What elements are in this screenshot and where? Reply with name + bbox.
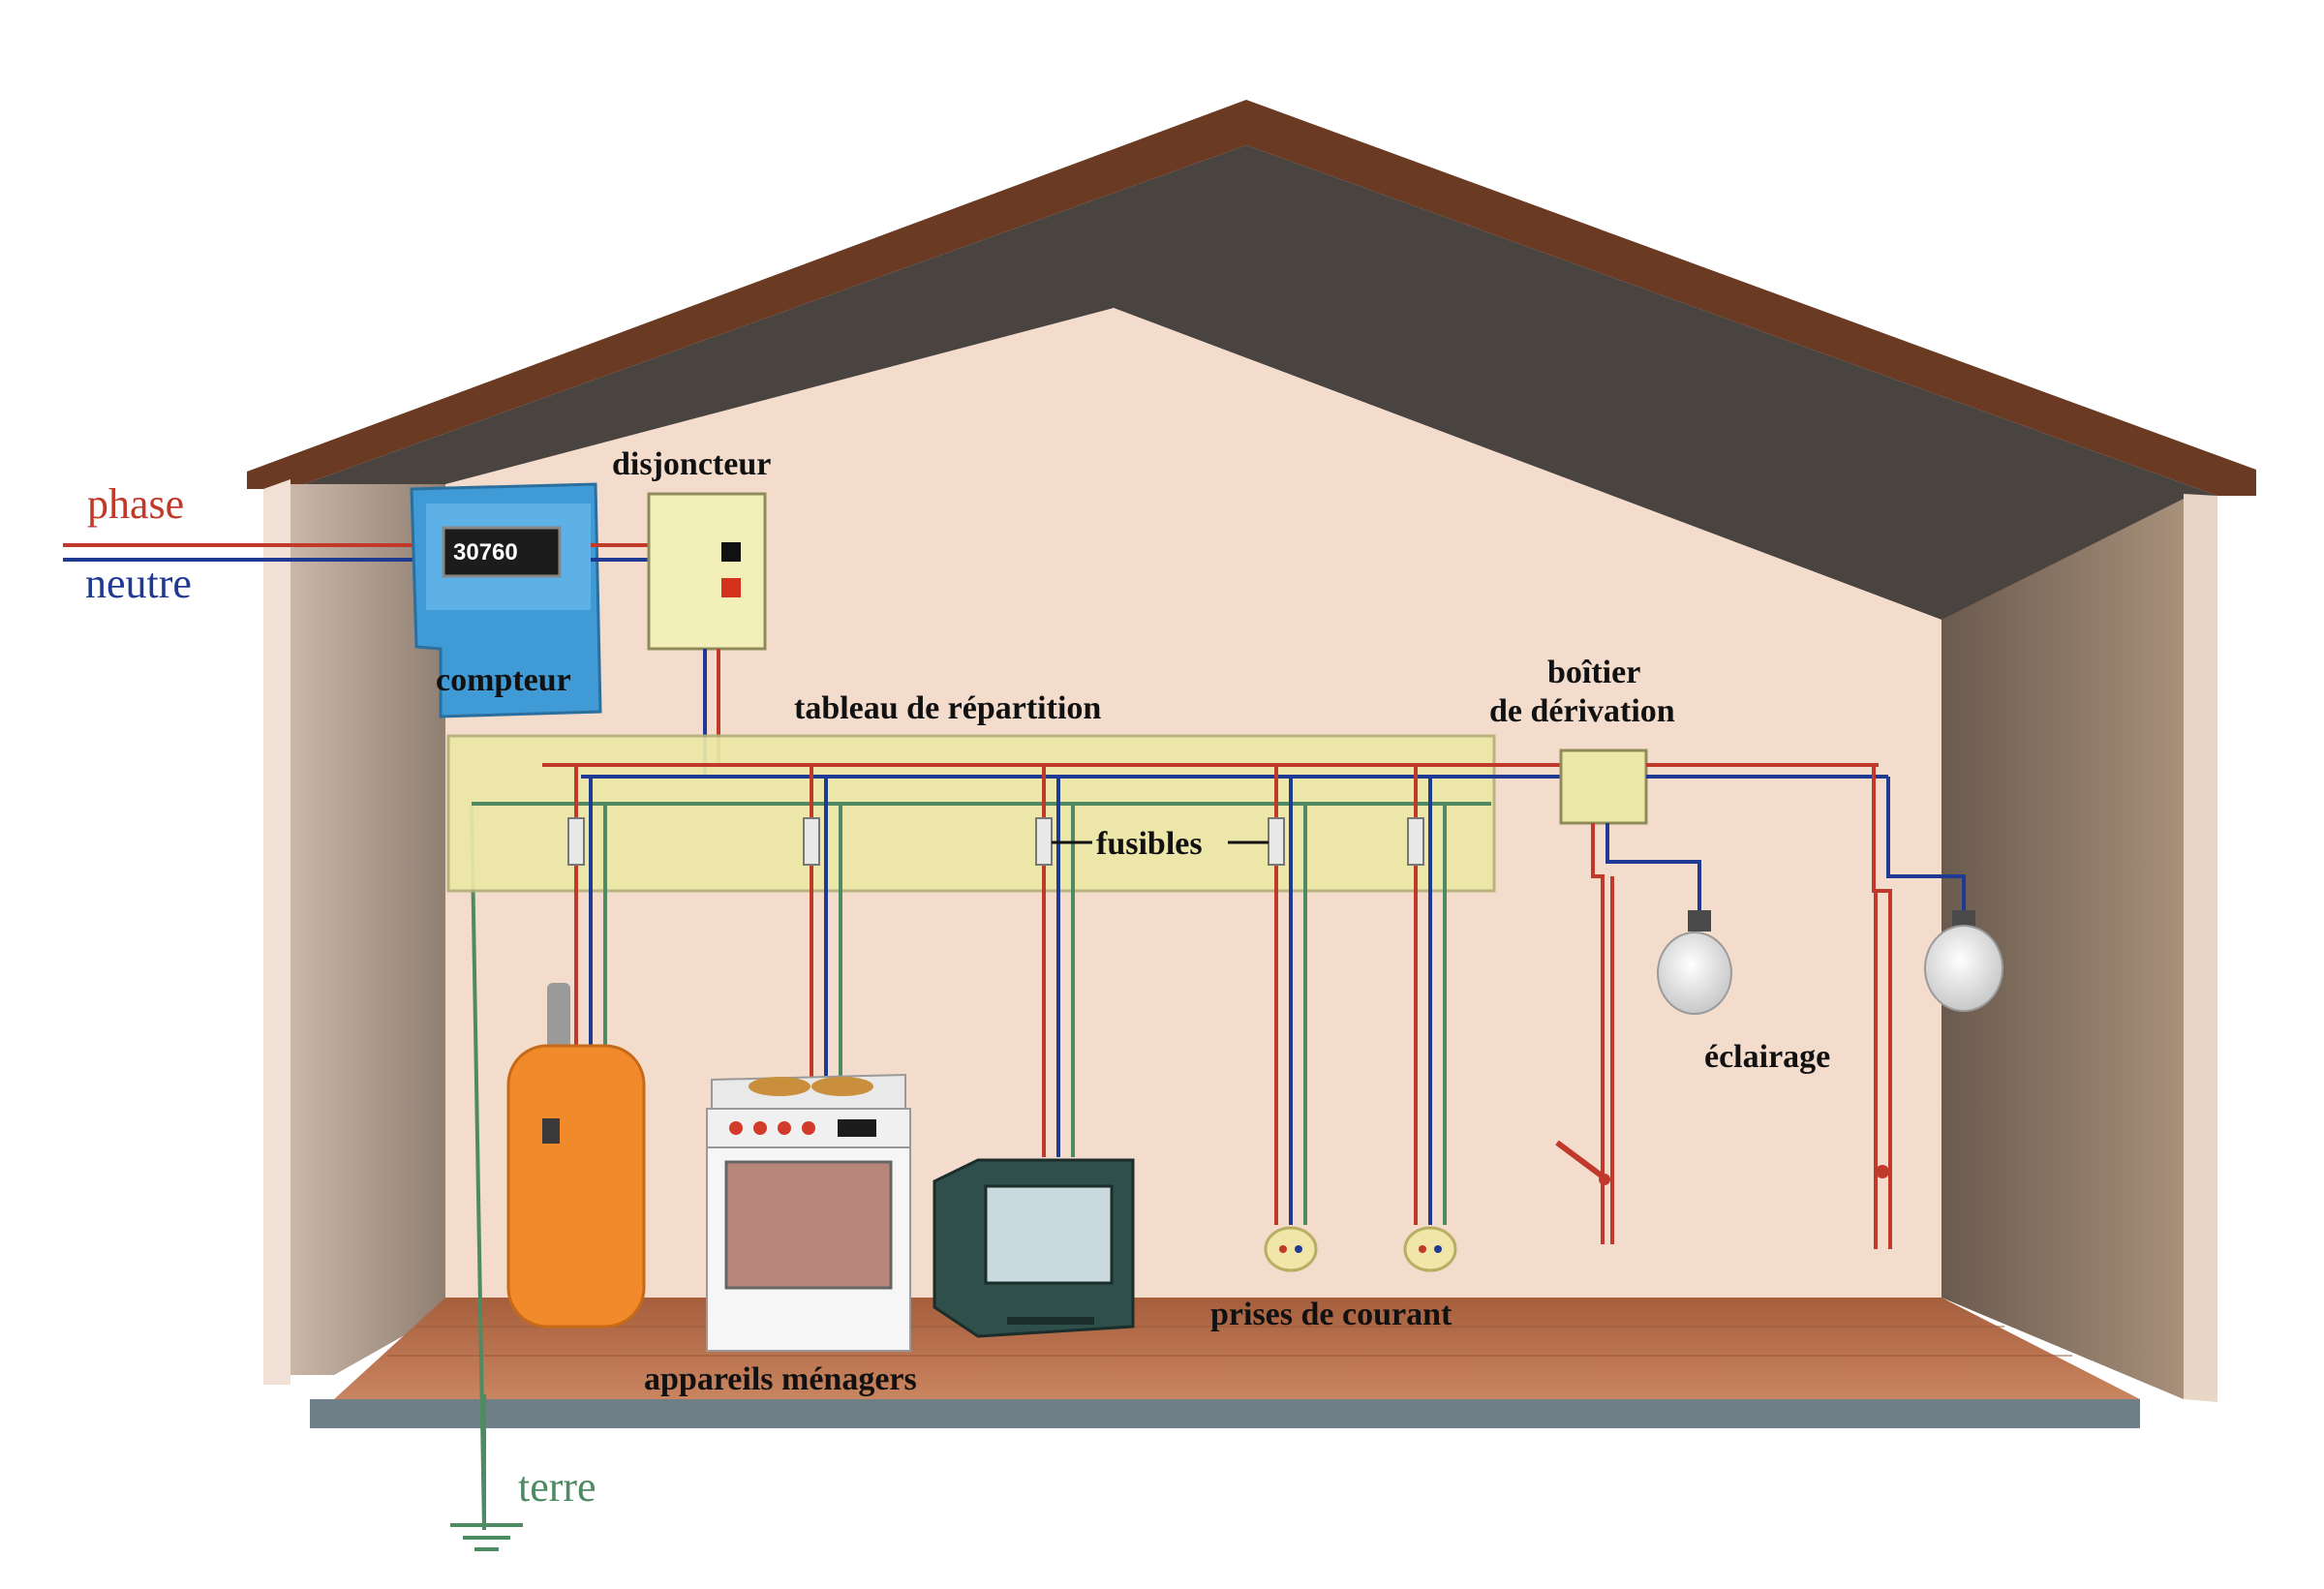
boitier-label-line1: boîtier <box>1547 655 1640 690</box>
power-outlet <box>1264 1226 1318 1272</box>
television <box>933 1158 1135 1338</box>
light-switch <box>1555 1140 1610 1185</box>
tableau-label: tableau de répartition <box>794 690 1101 726</box>
right-wall <box>1942 499 2184 1399</box>
breaker: disjoncteur <box>612 446 771 651</box>
compteur-label: compteur <box>436 662 571 698</box>
light-switch <box>1876 1165 1889 1178</box>
water-heater <box>506 983 646 1329</box>
service-entrance: phase neutre <box>63 480 416 607</box>
neutre-label: neutre <box>85 560 192 607</box>
eclairage-label: éclairage <box>1704 1039 1830 1075</box>
junction-box: boîtier de dérivation <box>1489 655 1675 825</box>
lighting-wires <box>1591 763 1966 1249</box>
disjoncteur-label: disjoncteur <box>612 446 771 482</box>
phase-label: phase <box>87 480 184 528</box>
meter-display <box>442 526 562 578</box>
boitier-label-line2: de dérivation <box>1489 693 1675 729</box>
fuse <box>1268 817 1285 866</box>
light-bulb <box>1657 910 1732 1015</box>
left-wall-edge <box>263 479 290 1385</box>
fuse <box>1035 817 1053 866</box>
fuse <box>803 817 820 866</box>
appareils-label: appareils ménagers <box>644 1361 917 1397</box>
left-wall <box>290 484 445 1375</box>
distribution-panel: tableau de répartition <box>446 690 1496 893</box>
foundation <box>310 1399 2140 1428</box>
meter-reading: 30760 <box>453 539 518 565</box>
fuse <box>567 817 585 866</box>
earth-wire <box>470 803 486 1531</box>
power-outlet <box>1403 1226 1457 1272</box>
right-wall-edge <box>2184 494 2217 1402</box>
fuses: fusibles <box>567 817 1424 866</box>
prises-label: prises de courant <box>1210 1297 1452 1332</box>
earth-ground: terre <box>450 803 596 1551</box>
meter: 30760 compteur <box>410 482 602 718</box>
fusibles-label: fusibles <box>1096 826 1203 862</box>
light-bulb <box>1924 910 2003 1012</box>
stove <box>706 1073 911 1352</box>
fuse <box>1407 817 1424 866</box>
terre-label: terre <box>518 1463 596 1511</box>
